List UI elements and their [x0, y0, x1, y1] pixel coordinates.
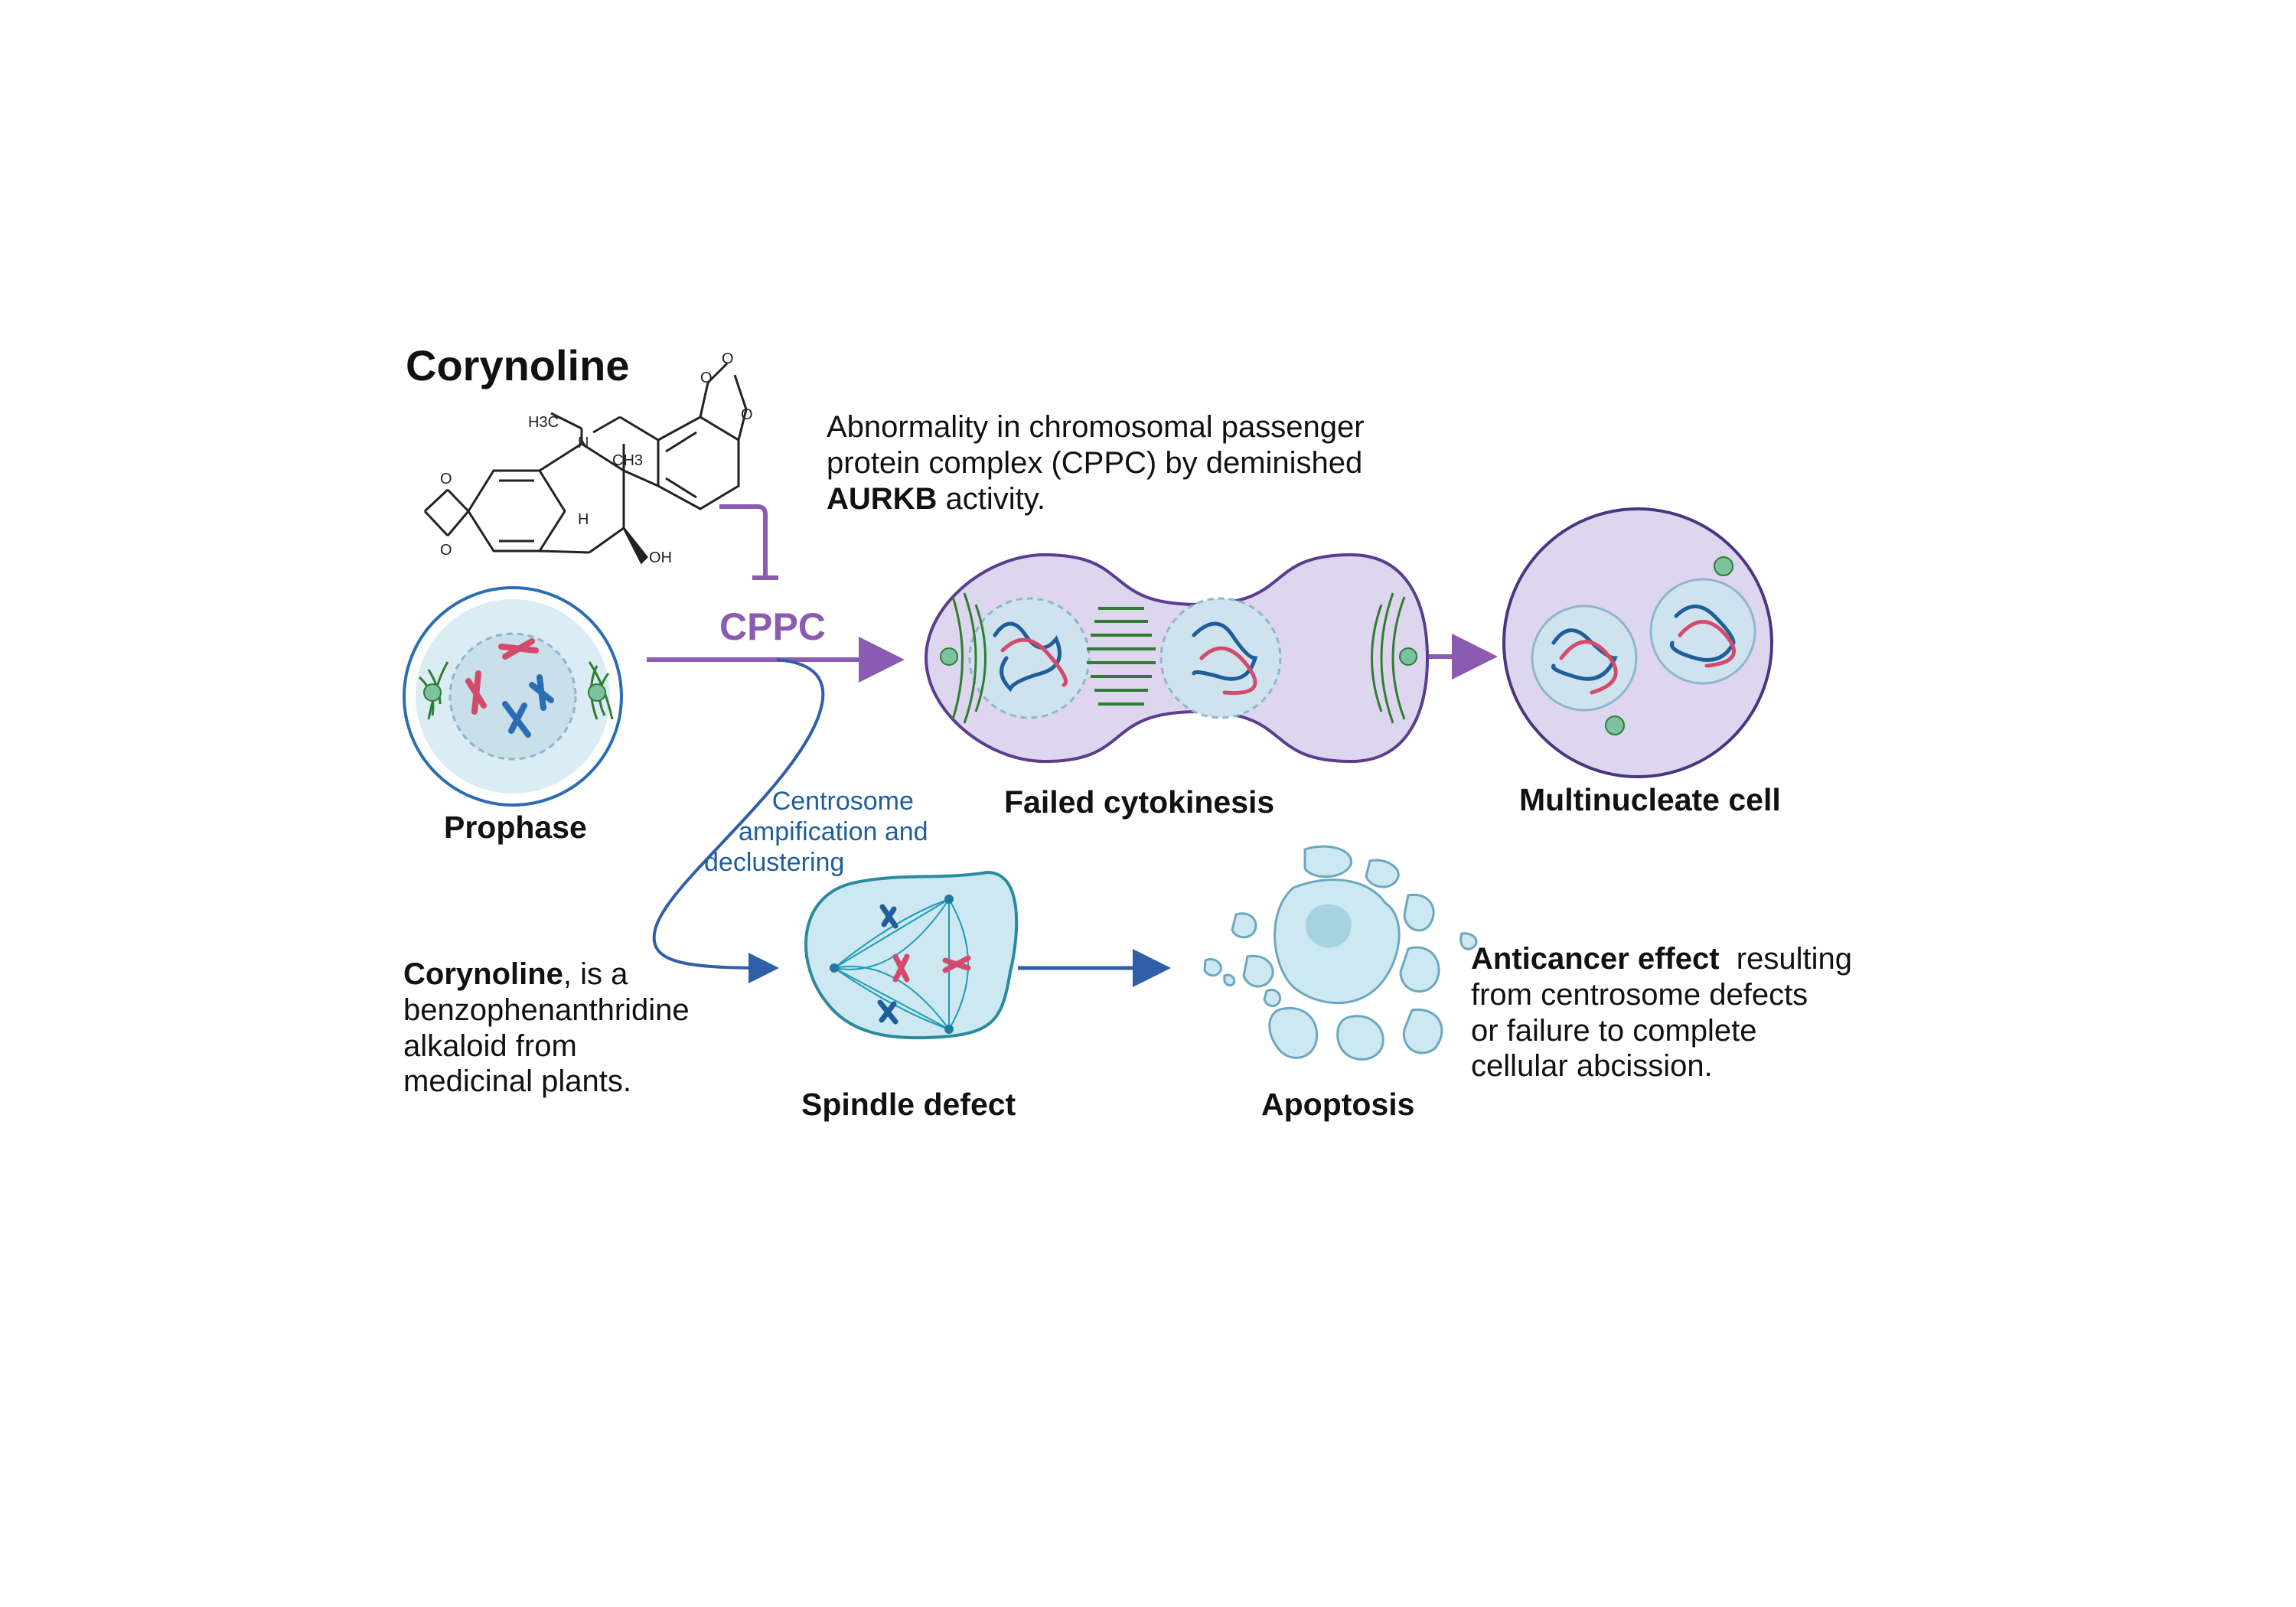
failed-cytokinesis-label: Failed cytokinesis — [1004, 784, 1275, 820]
effect-line-1: Anticancer effect resulting — [1471, 941, 1852, 977]
multinucleate-label: Multinucleate cell — [1519, 782, 1781, 817]
apoptotic-bodies — [1203, 845, 1478, 1061]
centrosome-icon — [588, 683, 606, 702]
apoptosis-label: Apoptosis — [1261, 1087, 1415, 1122]
effect-line-1-rest: resulting — [1719, 942, 1852, 976]
centrosome-icon — [1399, 647, 1417, 666]
effect-bold: Anticancer effect — [1471, 942, 1720, 976]
multinucleate-cell — [1502, 507, 1773, 778]
centrosome-note-line-3: declustering — [704, 847, 845, 877]
centrosome-icon — [423, 683, 442, 702]
description-line-1: Corynoline, is a — [403, 957, 690, 993]
centrosome-note-line-1: Centrosome — [771, 787, 914, 816]
prophase-cell — [403, 586, 623, 807]
centrosome-note-line-2: ampification and — [739, 817, 928, 846]
cppc-note-line-1: Abnormality in chromosomal passenger — [827, 410, 1365, 444]
oh-label: OH — [649, 549, 672, 566]
effect-line-4: cellular abcission. — [1471, 1049, 1713, 1084]
h-atom-label: H — [578, 511, 589, 528]
h3c-label: H3C — [528, 414, 559, 431]
centrosome-note: Centrosome ampification and declustering — [704, 787, 928, 878]
effect-line-2: from centrosome defects — [1471, 977, 1808, 1012]
description-line-4: medicinal plants. — [403, 1064, 631, 1099]
cppc-note-line-3: AURKB activity. — [827, 481, 1365, 517]
prophase-label: Prophase — [444, 810, 587, 845]
inhibition-icon — [719, 504, 768, 578]
o-atom-label: O — [440, 542, 452, 559]
aurkb-label: AURKB — [827, 481, 938, 516]
arrow-icon — [652, 658, 825, 983]
description-line-3: alkaloid from — [403, 1028, 577, 1063]
description-line-1-rest: , is a — [563, 957, 628, 991]
o-atom-label: O — [440, 471, 452, 487]
spindle-defect-cell — [804, 870, 1019, 1040]
centrosome-icon — [1714, 556, 1733, 576]
corynoline-structure — [423, 362, 748, 565]
cppc-note: Abnormality in chromosomal passenger pro… — [827, 409, 1365, 517]
page-title: Corynoline — [406, 341, 630, 390]
description-line-2: benzophenanthridine — [403, 993, 690, 1027]
description-bold: Corynoline — [403, 957, 563, 991]
o-atom-label: O — [722, 350, 734, 367]
corynoline-description: Corynoline, is a benzophenanthridine alk… — [403, 957, 690, 1100]
anticancer-effect-note: Anticancer effect resulting from centros… — [1471, 941, 1852, 1084]
centrosome-icon — [1605, 715, 1625, 735]
centrosome-icon — [940, 647, 958, 666]
o-atom-label: O — [741, 406, 753, 423]
effect-line-3: or failure to complete — [1471, 1013, 1757, 1048]
o-atom-label: O — [700, 370, 713, 386]
cppc-label: CPPC — [719, 605, 826, 648]
cppc-note-line-3-rest: activity. — [937, 481, 1045, 516]
cppc-note-line-2: protein complex (CPPC) by deminished — [827, 445, 1363, 480]
spindle-defect-label: Spindle defect — [801, 1087, 1016, 1122]
failed-cytokinesis-cell — [924, 553, 1430, 764]
ch3-label: CH3 — [612, 452, 643, 469]
n-atom-label: N — [578, 435, 589, 451]
